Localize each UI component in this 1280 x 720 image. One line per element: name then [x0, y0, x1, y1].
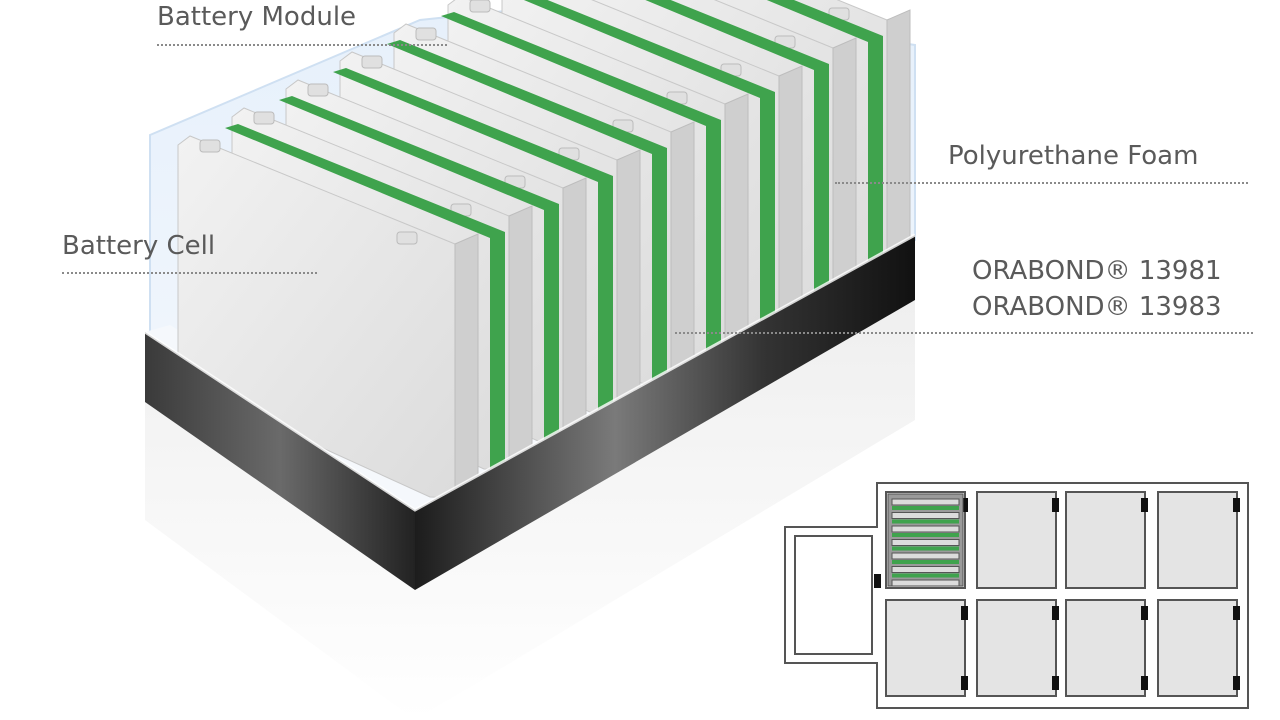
- foam-sheet: [333, 68, 613, 432]
- leader-polyurethane-foam: [835, 182, 1248, 184]
- inset-cell: [891, 539, 960, 546]
- inset-bracket: [1141, 676, 1148, 690]
- reflection: [145, 300, 915, 720]
- inset-foam: [892, 546, 959, 551]
- inset-bracket: [1052, 498, 1059, 512]
- inset-bracket: [1233, 498, 1240, 512]
- inset-cell: [891, 552, 960, 560]
- terminal: [307, 83, 329, 97]
- inset-cell: [891, 579, 960, 587]
- inset-module: [1157, 599, 1238, 697]
- terminal: [415, 27, 437, 41]
- inset-bracket: [874, 574, 881, 588]
- leader-battery-module: [157, 44, 447, 46]
- tray-front-face: [145, 332, 415, 590]
- battery-cell-edge: [562, 177, 587, 443]
- foam-sheet: [441, 12, 721, 376]
- terminal: [253, 111, 275, 125]
- battery-cell-edge: [832, 37, 857, 303]
- inset-module: [1157, 491, 1238, 589]
- battery-cell-edge: [724, 93, 749, 359]
- inset-foam: [892, 519, 959, 524]
- foam-sheet: [387, 40, 667, 404]
- battery-cells: [177, 0, 911, 499]
- top-view-inset: [784, 482, 1249, 709]
- label-polyurethane-foam: Polyurethane Foam: [948, 141, 1199, 171]
- label-battery-cell: Battery Cell: [62, 231, 216, 261]
- inset-module: [976, 599, 1057, 697]
- leader-orabond: [675, 332, 1253, 334]
- inset-foam: [892, 533, 959, 537]
- leader-battery-cell: [62, 272, 317, 274]
- battery-cell-edge: [454, 233, 479, 499]
- foam-sheet: [225, 124, 505, 488]
- terminal: [469, 0, 491, 13]
- inset-bracket: [1233, 606, 1240, 620]
- label-orabond-13981: ORABOND® 13981: [972, 256, 1222, 286]
- inset-module: [1065, 599, 1146, 697]
- terminal: [396, 231, 418, 245]
- battery-cell-edge: [508, 205, 533, 471]
- inset-bracket: [961, 498, 968, 512]
- inset-bracket: [1141, 498, 1148, 512]
- inset-bracket: [1233, 676, 1240, 690]
- inset-bracket: [1052, 676, 1059, 690]
- terminal: [361, 55, 383, 69]
- inset-bracket: [961, 676, 968, 690]
- terminal: [199, 139, 221, 153]
- inset-foam: [892, 573, 959, 578]
- label-battery-module: Battery Module: [157, 2, 357, 32]
- inset-bracket: [1052, 606, 1059, 620]
- foam-sheet: [279, 96, 559, 460]
- inset-cell: [891, 512, 960, 519]
- inset-module: [976, 491, 1057, 589]
- inset-foam: [892, 560, 959, 564]
- inset-cell: [891, 525, 960, 533]
- inset-bracket: [961, 606, 968, 620]
- label-orabond-13983: ORABOND® 13983: [972, 292, 1222, 322]
- inset-foam: [892, 506, 959, 510]
- battery-cell-edge: [616, 149, 641, 415]
- battery-cell-edge: [778, 65, 803, 331]
- tray-right-face: [415, 235, 915, 590]
- inset-module: [885, 599, 966, 697]
- inset-cell: [891, 498, 960, 506]
- battery-cell-edge: [670, 121, 695, 387]
- inset-bracket: [1141, 606, 1148, 620]
- inset-module: [1065, 491, 1146, 589]
- inset-cell: [891, 566, 960, 573]
- battery-cell-edge: [886, 9, 911, 275]
